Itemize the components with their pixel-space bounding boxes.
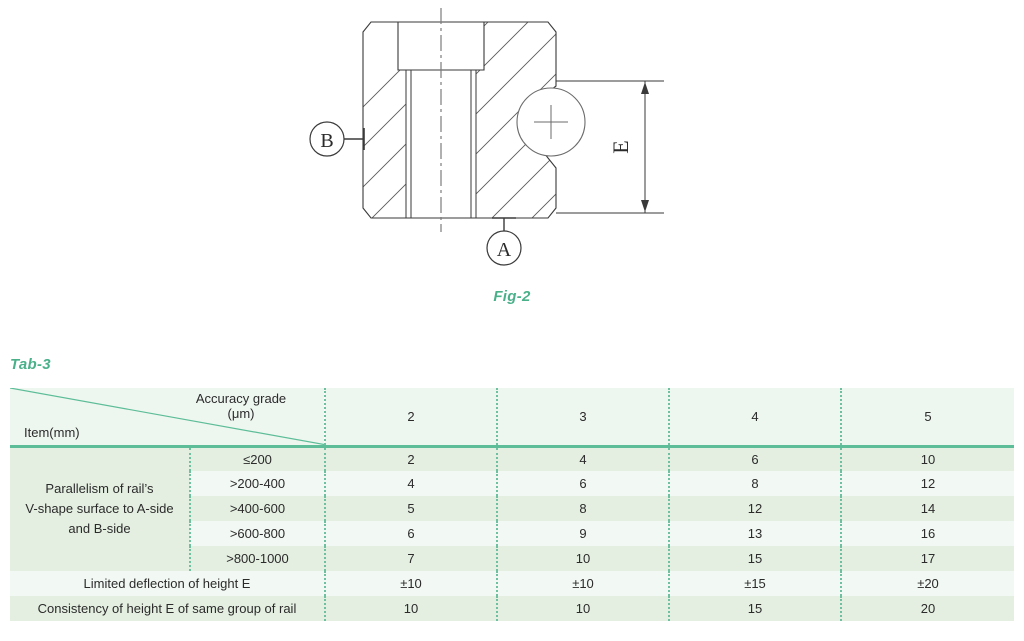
- value-cell: 8: [496, 496, 669, 521]
- value-cell: 5: [324, 496, 497, 521]
- datum-b-label: B: [320, 130, 333, 152]
- header-corner-cell: Accuracy grade (μm) Item(mm): [10, 388, 325, 448]
- value-cell: 9: [496, 521, 669, 546]
- figure-caption: Fig-2: [493, 288, 531, 305]
- group-label-line-3: and B-side: [68, 521, 131, 537]
- header-item-label: Item(mm): [24, 424, 80, 440]
- value-cell: 15: [668, 596, 841, 621]
- table-row: Consistency of height E of same group of…: [10, 596, 1014, 621]
- header-grade-4: 4: [668, 388, 841, 448]
- datum-b-symbol: B: [309, 121, 365, 157]
- table-row: Limited deflection of height E ±10 ±10 ±…: [10, 571, 1014, 596]
- header-accuracy-text: Accuracy grade: [195, 391, 287, 406]
- value-cell: 7: [324, 546, 497, 571]
- header-grade-5: 5: [840, 388, 1014, 448]
- value-cell: 2: [324, 446, 497, 471]
- ball-circle: [516, 87, 586, 157]
- table-header-row: Accuracy grade (μm) Item(mm) 2 3 4 5: [10, 388, 1014, 448]
- value-cell: 20: [840, 596, 1014, 621]
- value-cell: 12: [668, 496, 841, 521]
- accuracy-grade-table: Accuracy grade (μm) Item(mm) 2 3 4 5 Par…: [10, 388, 1014, 621]
- table-row: >200-400 4 6 8 12: [10, 471, 1014, 496]
- value-cell: ±10: [496, 571, 669, 596]
- group-label-line-1: Parallelism of rail’s: [45, 481, 154, 497]
- value-cell: 10: [496, 546, 669, 571]
- range-cell: >400-600: [189, 496, 325, 521]
- value-cell: 15: [668, 546, 841, 571]
- group-label-line-2: V-shape surface to A-side: [25, 501, 174, 517]
- value-cell: 8: [668, 471, 841, 496]
- section-body: [362, 20, 600, 220]
- datum-a-symbol: A: [486, 217, 522, 266]
- value-cell: 10: [496, 596, 669, 621]
- value-cell: 6: [496, 471, 669, 496]
- range-cell: >600-800: [189, 521, 325, 546]
- row-label: Consistency of height E of same group of…: [10, 596, 325, 621]
- dimension-e: E: [556, 80, 664, 214]
- table-row: >400-600 5 8 12 14: [10, 496, 1014, 521]
- table-row: >600-800 6 9 13 16: [10, 521, 1014, 546]
- value-cell: 4: [324, 471, 497, 496]
- parallelism-group-label: Parallelism of rail’s V-shape surface to…: [10, 446, 190, 571]
- value-cell: 12: [840, 471, 1014, 496]
- value-cell: ±10: [324, 571, 497, 596]
- value-cell: 6: [324, 521, 497, 546]
- value-cell: 17: [840, 546, 1014, 571]
- datum-a-label: A: [497, 239, 512, 261]
- value-cell: 4: [496, 446, 669, 471]
- header-accuracy-grade-label: Accuracy grade (μm): [166, 391, 316, 422]
- value-cell: 13: [668, 521, 841, 546]
- dimension-e-label: E: [608, 140, 633, 153]
- range-cell: >800-1000: [189, 546, 325, 571]
- value-cell: 14: [840, 496, 1014, 521]
- header-grade-2: 2: [324, 388, 497, 448]
- table-row: Parallelism of rail’s V-shape surface to…: [10, 446, 1014, 571]
- value-cell: 6: [668, 446, 841, 471]
- header-grade-3: 3: [496, 388, 669, 448]
- rail-cross-section-drawing: E B A: [309, 8, 664, 266]
- range-cell: >200-400: [189, 471, 325, 496]
- table-label: Tab-3: [10, 356, 51, 373]
- spec-table-container: Accuracy grade (μm) Item(mm) 2 3 4 5 Par…: [10, 388, 1014, 621]
- table-row: >800-1000 7 10 15 17: [10, 546, 1014, 571]
- value-cell: ±20: [840, 571, 1014, 596]
- value-cell: 16: [840, 521, 1014, 546]
- header-accuracy-unit: (μm): [227, 405, 255, 421]
- range-cell: ≤200: [189, 446, 325, 471]
- value-cell: ±15: [668, 571, 841, 596]
- value-cell: 10: [840, 446, 1014, 471]
- value-cell: 10: [324, 596, 497, 621]
- figure-drawing-region: E B A Fig-2: [309, 8, 664, 305]
- row-label: Limited deflection of height E: [10, 571, 325, 596]
